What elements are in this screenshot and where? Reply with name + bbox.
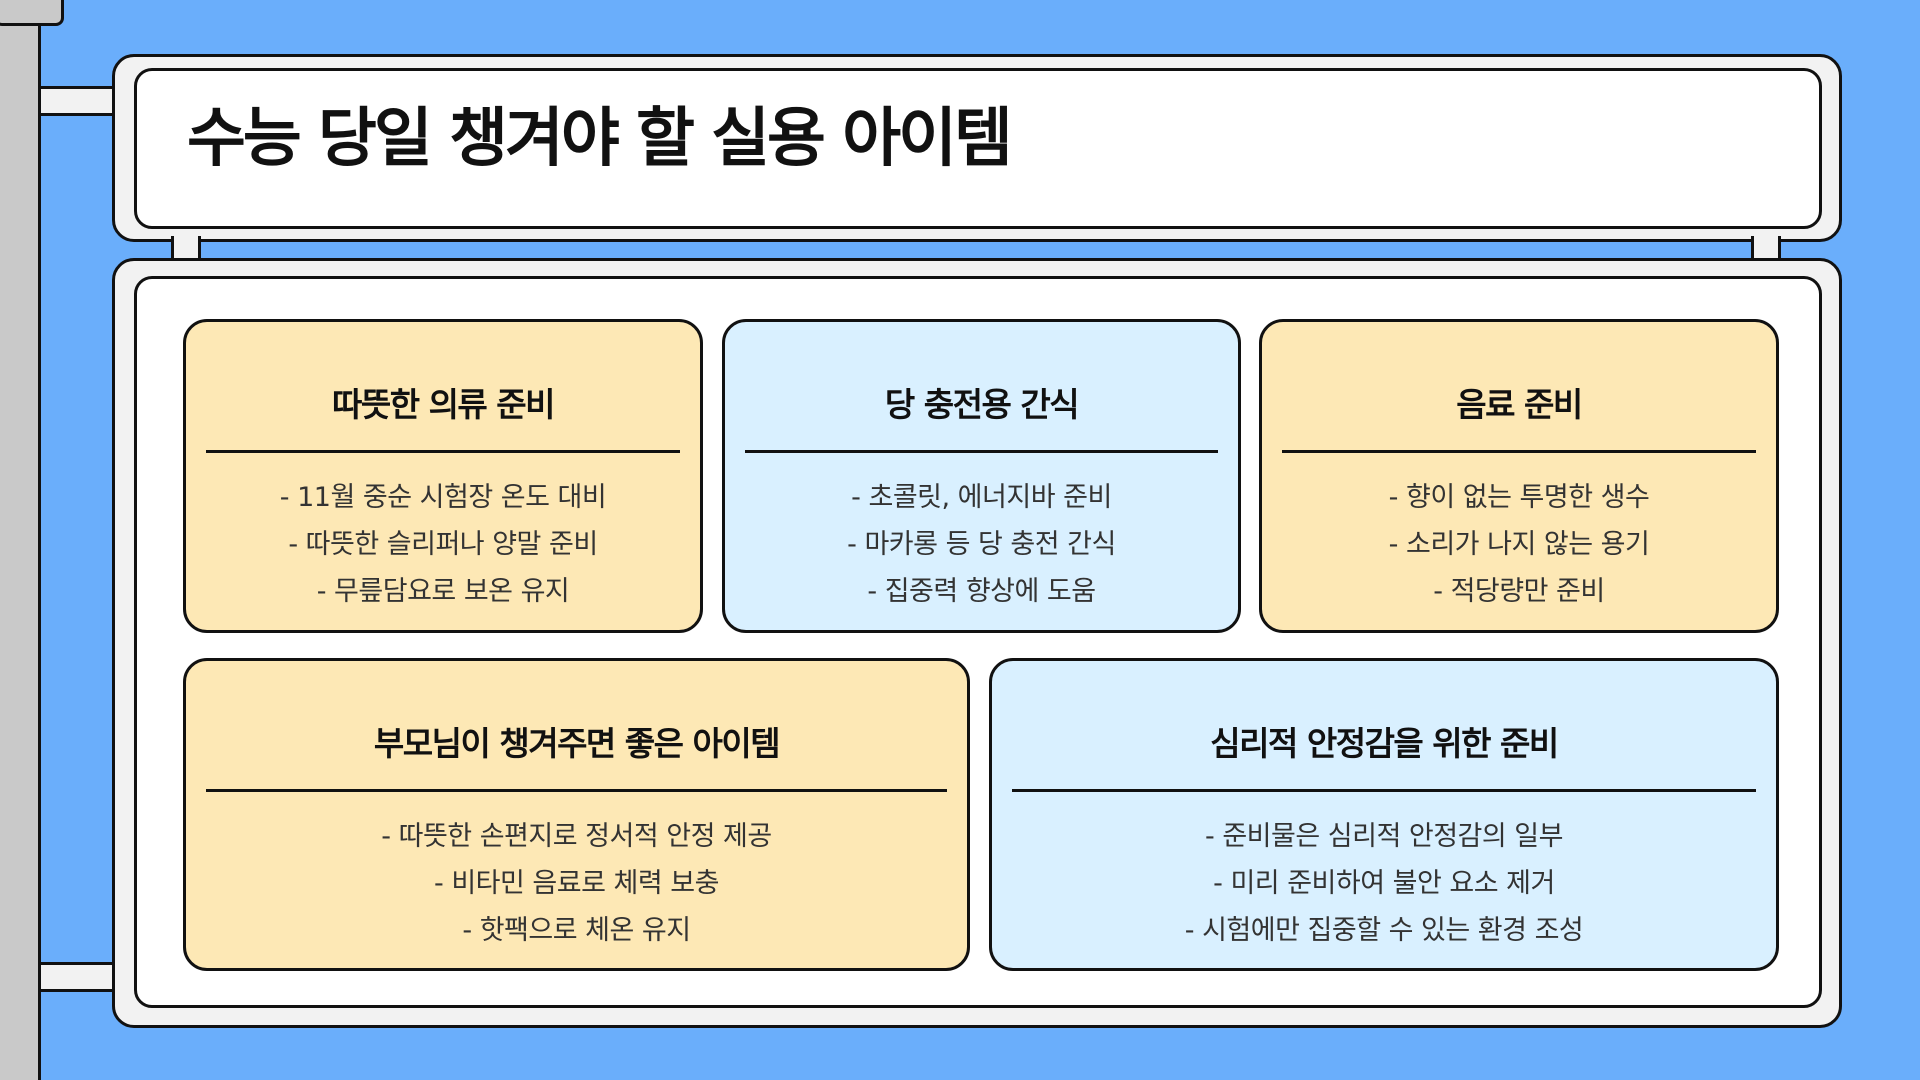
card-divider [1012,789,1756,792]
card-list: - 초콜릿, 에너지바 준비 - 마카롱 등 당 충전 간식 - 집중력 향상에… [735,474,1228,615]
card-warm-clothing: 따뜻한 의류 준비 - 11월 중순 시험장 온도 대비 - 따뜻한 슬리퍼나 … [183,319,703,633]
list-item: - 향이 없는 투명한 생수 [1388,482,1650,513]
card-list: - 준비물은 심리적 안정감의 일부 - 미리 준비하여 불안 요소 제거 - … [1002,813,1766,954]
card-list: - 따뜻한 손편지로 정서적 안정 제공 - 비타민 음료로 체력 보충 - 핫… [196,813,957,954]
list-item: - 핫팩으로 체온 유지 [462,915,691,946]
card-divider [206,789,947,792]
list-item: - 준비물은 심리적 안정감의 일부 [1205,821,1564,852]
card-snacks: 당 충전용 간식 - 초콜릿, 에너지바 준비 - 마카롱 등 당 충전 간식 … [722,319,1241,633]
list-item: - 소리가 나지 않는 용기 [1388,529,1650,560]
page-title: 수능 당일 챙겨야 할 실용 아이템 [187,102,1013,176]
card-divider [1282,450,1756,453]
list-item: - 마카롱 등 당 충전 간식 [847,529,1116,560]
card-psychological-stability: 심리적 안정감을 위한 준비 - 준비물은 심리적 안정감의 일부 - 미리 준… [989,658,1779,971]
list-item: - 비타민 음료로 체력 보충 [434,868,719,899]
list-item: - 무릎담요로 보온 유지 [316,576,570,607]
list-item: - 초콜릿, 에너지바 준비 [851,482,1112,513]
card-title: 심리적 안정감을 위한 준비 [1210,724,1559,763]
list-item: - 11월 중순 시험장 온도 대비 [279,482,607,513]
pole-cap [0,0,64,26]
list-item: - 미리 준비하여 불안 요소 제거 [1213,868,1555,899]
card-parent-items: 부모님이 챙겨주면 좋은 아이템 - 따뜻한 손편지로 정서적 안정 제공 - … [183,658,970,971]
card-list: - 향이 없는 투명한 생수 - 소리가 나지 않는 용기 - 적당량만 준비 [1272,474,1766,615]
card-drinks: 음료 준비 - 향이 없는 투명한 생수 - 소리가 나지 않는 용기 - 적당… [1259,319,1779,633]
card-list: - 11월 중순 시험장 온도 대비 - 따뜻한 슬리퍼나 양말 준비 - 무릎… [196,474,690,615]
card-title: 당 충전용 간식 [884,385,1080,424]
list-item: - 따뜻한 슬리퍼나 양말 준비 [288,529,598,560]
list-item: - 시험에만 집중할 수 있는 환경 조성 [1184,915,1584,946]
list-item: - 집중력 향상에 도움 [867,576,1096,607]
card-title: 부모님이 챙겨주면 좋은 아이템 [373,724,781,763]
card-title: 음료 준비 [1456,385,1583,424]
pole-arm-bottom [41,962,115,992]
pole-arm-top [41,86,115,116]
card-title: 따뜻한 의류 준비 [332,385,556,424]
card-divider [206,450,680,453]
card-divider [745,450,1218,453]
title-sign: 수능 당일 챙겨야 할 실용 아이템 [134,68,1822,229]
list-item: - 적당량만 준비 [1433,576,1605,607]
sign-pole [0,0,41,1080]
list-item: - 따뜻한 손편지로 정서적 안정 제공 [381,821,772,852]
